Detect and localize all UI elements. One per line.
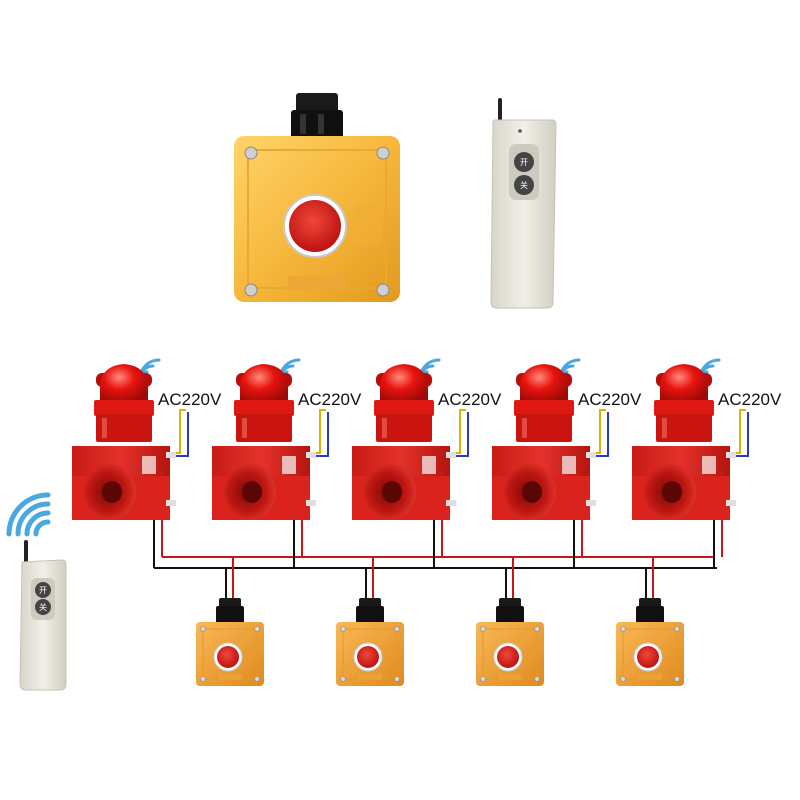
power-wire-blue	[456, 412, 468, 456]
power-wire-yellow	[316, 410, 326, 453]
svg-text:关: 关	[520, 180, 528, 190]
voltage-label: AC220V	[158, 390, 222, 409]
horn-speaker-icon	[364, 464, 416, 520]
sound-light-alarm: AC220V	[492, 360, 642, 568]
warning-light-icon	[654, 364, 714, 442]
remote-control-top: 开 关	[491, 100, 556, 308]
sound-light-alarm: AC220V	[72, 360, 222, 568]
svg-text:开: 开	[520, 158, 528, 167]
power-wire-yellow	[736, 410, 746, 453]
remote-off-button[interactable]: 关	[35, 599, 51, 615]
warning-light-icon	[374, 364, 434, 442]
warning-light-icon	[514, 364, 574, 442]
power-wire-yellow	[596, 410, 606, 453]
large-push-button-box	[234, 93, 400, 302]
voltage-label: AC220V	[718, 390, 782, 409]
small-push-button-box	[196, 557, 264, 686]
remote-on-button[interactable]: 开	[35, 582, 51, 598]
power-wire-blue	[736, 412, 748, 456]
warning-light-icon	[94, 364, 154, 442]
horn-speaker-icon	[224, 464, 276, 520]
voltage-label: AC220V	[438, 390, 502, 409]
bus-wires	[154, 557, 717, 568]
sound-light-alarm: AC220V	[352, 360, 502, 568]
power-wire-yellow	[176, 410, 186, 453]
small-push-button-box	[616, 557, 684, 686]
svg-text:开: 开	[39, 586, 47, 595]
power-wire-blue	[596, 412, 608, 456]
warning-light-icon	[234, 364, 294, 442]
power-wire-blue	[176, 412, 188, 456]
power-wire-yellow	[456, 410, 466, 453]
voltage-label: AC220V	[298, 390, 362, 409]
horn-speaker-icon	[84, 464, 136, 520]
sound-light-alarm: AC220V	[632, 360, 782, 568]
svg-text:关: 关	[39, 602, 47, 612]
power-wire-blue	[316, 412, 328, 456]
wireless-signal-icon	[9, 495, 48, 534]
remote-off-button[interactable]: 关	[514, 175, 534, 195]
remote-on-button[interactable]: 开	[514, 152, 534, 172]
horn-speaker-icon	[644, 464, 696, 520]
small-push-button-box	[476, 557, 544, 686]
voltage-label: AC220V	[578, 390, 642, 409]
horn-speaker-icon	[504, 464, 556, 520]
sound-light-alarm: AC220V	[212, 360, 362, 568]
remote-control-left: 开 关	[9, 495, 66, 690]
small-push-button-box	[336, 557, 404, 686]
